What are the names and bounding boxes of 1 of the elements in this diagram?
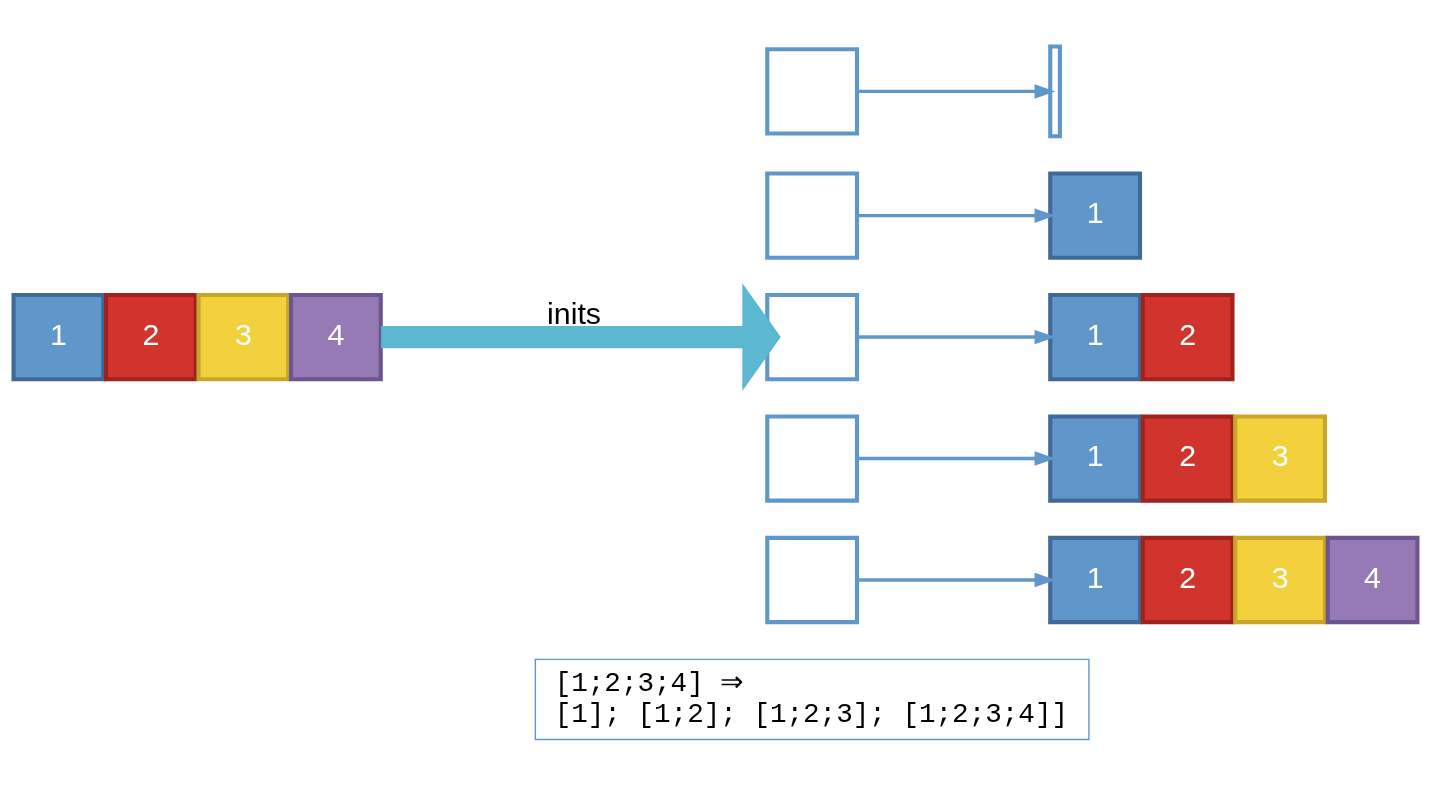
edge-label: inits: [547, 296, 602, 330]
